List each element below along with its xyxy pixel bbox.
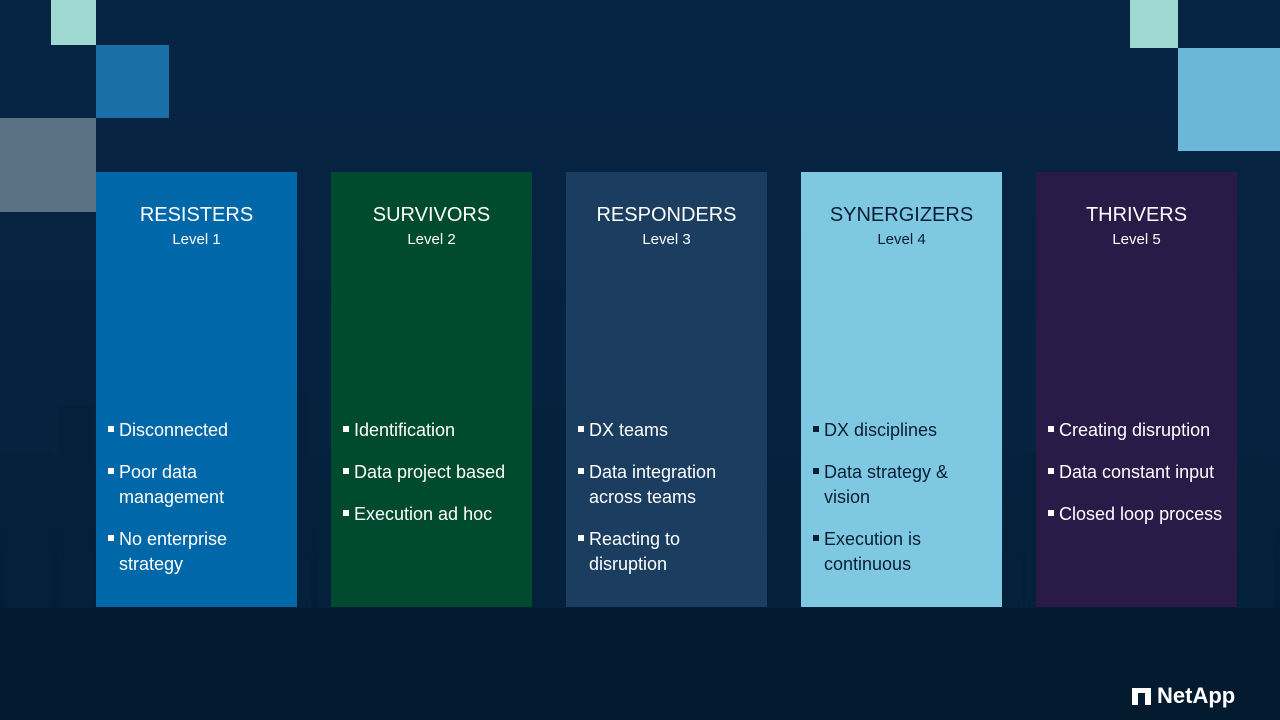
bullet-icon [813,468,819,474]
list-item: Identification [343,418,524,443]
list-item-text: Data strategy & vision [824,462,949,507]
bullet-icon [108,468,114,474]
bullet-icon [343,510,349,516]
list-item-text: Disconnected [119,420,229,440]
list-item-text: Reacting to disruption [589,529,681,574]
logo-text: NetApp [1157,683,1236,708]
netapp-logo-icon [1132,687,1151,705]
list-item: DX teams [578,418,759,443]
column-level: Level 1 [172,231,221,248]
decor-square [1178,48,1280,151]
list-item-text: Creating disruption [1059,420,1211,440]
list-item-text: Data project based [354,462,506,482]
decor-square [51,0,96,45]
netapp-logo: NetApp [1132,683,1235,709]
column-level: Level 5 [1112,231,1161,248]
bullet-icon [1048,510,1054,516]
list-item: Reacting to disruption [578,527,759,577]
list-item: No enterprise strategy [108,527,289,577]
column-level: Level 3 [642,231,691,248]
list-item-text: Closed loop process [1059,504,1223,524]
list-item: Disconnected [108,418,289,443]
column-level: Level 2 [407,231,456,248]
list-item-text: DX disciplines [824,420,938,440]
bullet-icon [108,426,114,432]
bullet-icon [1048,468,1054,474]
bullet-icon [578,468,584,474]
list-item: Data strategy & vision [813,460,994,510]
column-title: RESISTERS [139,204,254,226]
list-item: Data constant input [1048,460,1229,485]
list-item: Poor data management [108,460,289,510]
list-item: DX disciplines [813,418,994,443]
bullet-icon [578,426,584,432]
decor-square [0,118,96,212]
list-item-text: Data integration across teams [589,462,717,507]
bullet-icon [813,426,819,432]
list-item: Data project based [343,460,524,485]
column-title: RESPONDERS [596,204,737,226]
list-item: Execution is continuous [813,527,994,577]
list-item: Closed loop process [1048,502,1229,527]
decor-square [1130,0,1178,48]
list-item-text: Execution is continuous [824,529,922,574]
bullet-icon [108,535,114,541]
list-item-text: No enterprise strategy [119,529,228,574]
list-item-text: Identification [354,420,456,440]
column-title: THRIVERS [1085,204,1188,226]
bullet-icon [343,468,349,474]
decor-square [96,45,169,118]
list-item-text: Execution ad hoc [354,504,493,524]
list-item-text: DX teams [589,420,669,440]
column-title: SURVIVORS [372,204,491,226]
column-title: SYNERGIZERS [829,204,974,226]
list-item: Data integration across teams [578,460,759,510]
bullet-icon [343,426,349,432]
list-item: Creating disruption [1048,418,1229,443]
column-level: Level 4 [877,231,926,248]
bullet-icon [813,535,819,541]
bullet-icon [1048,426,1054,432]
list-item-text: Poor data management [119,462,225,507]
list-item: Execution ad hoc [343,502,524,527]
list-item-text: Data constant input [1059,462,1215,482]
bullet-icon [578,535,584,541]
